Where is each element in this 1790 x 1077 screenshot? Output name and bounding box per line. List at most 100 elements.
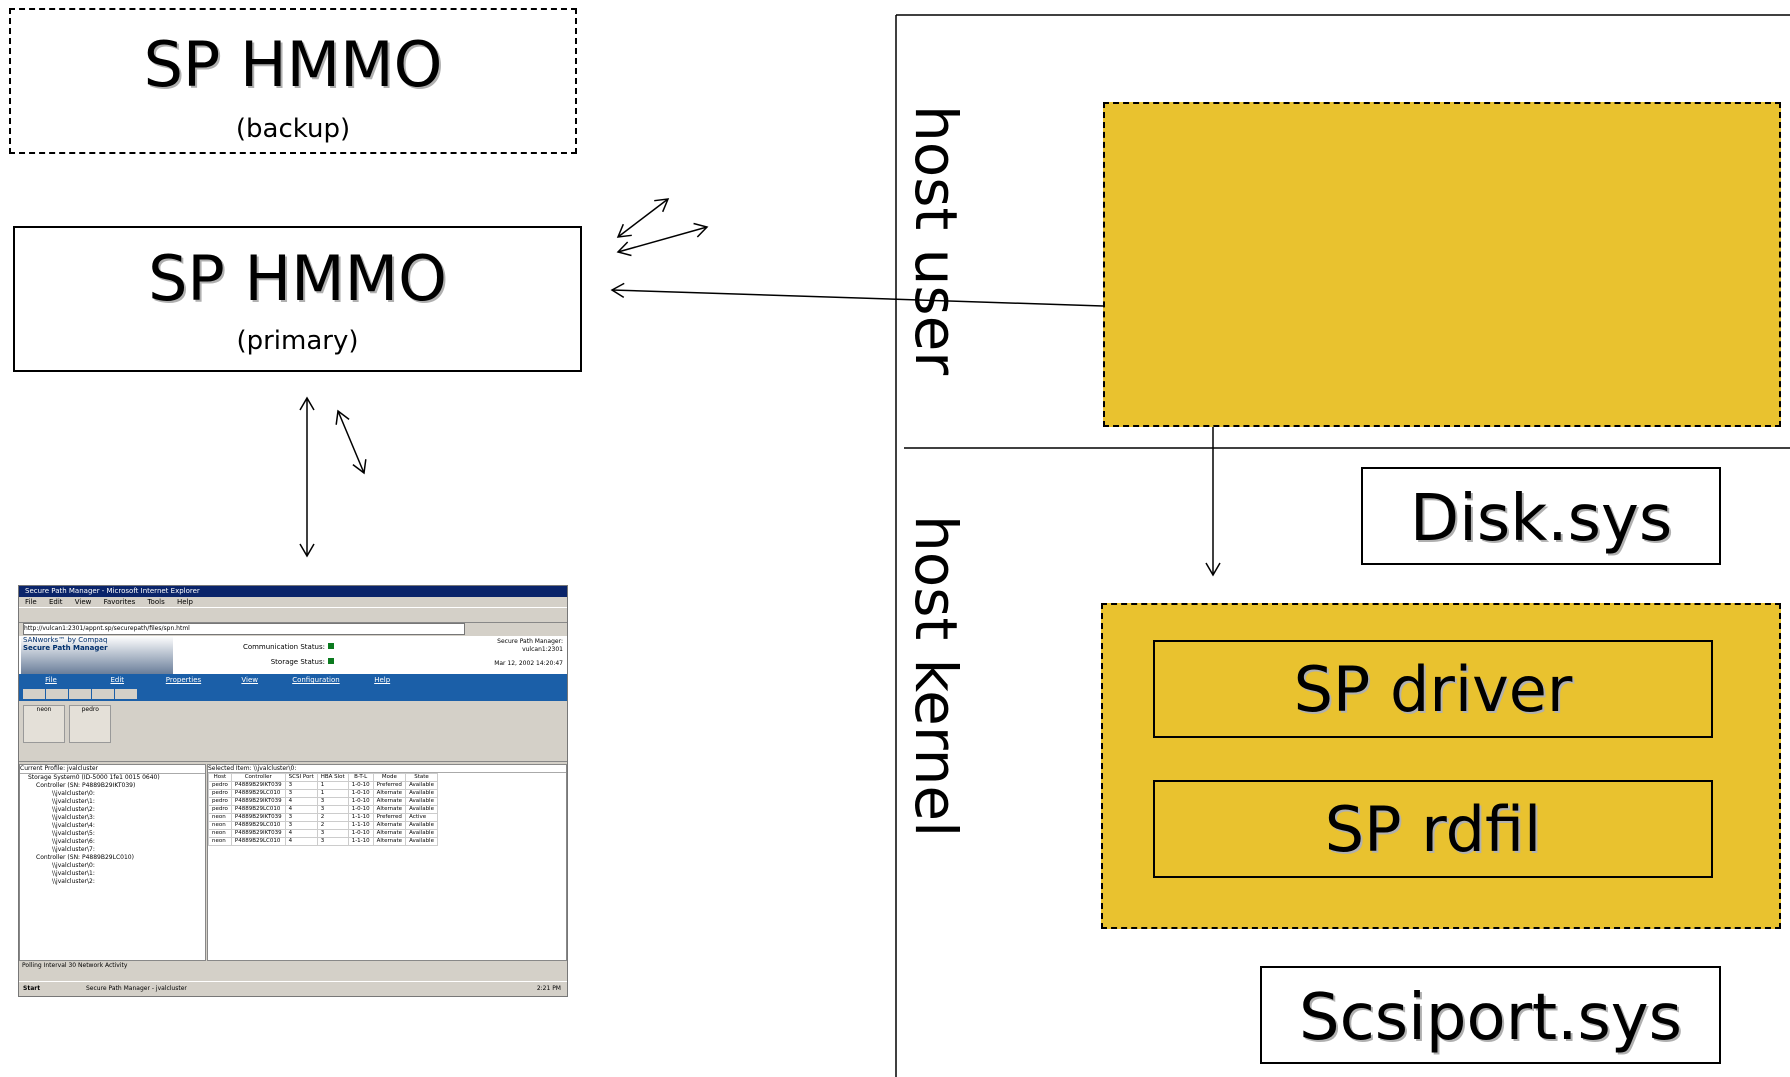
table-cell: Alternate — [372, 829, 407, 838]
table-cell: 4 — [284, 797, 318, 806]
table-cell: pedro — [208, 781, 232, 790]
table-cell: 4 — [284, 805, 318, 814]
sp-driver-label: SP driver — [1293, 653, 1573, 726]
browser-menu: File Edit View Favorites Tools Help — [19, 597, 567, 607]
backup-hmmo-box: SP HMMO (backup) — [9, 8, 577, 154]
backup-hmmo-subtitle: (backup) — [235, 114, 351, 144]
menu-tools[interactable]: Tools — [147, 598, 165, 606]
menu-file[interactable]: File — [25, 598, 37, 606]
polling-bar: Polling Interval 30 Network Activity — [22, 962, 128, 969]
table-cell: Available — [405, 781, 438, 790]
tree-item[interactable]: Controller (SN: P4889B29LC010) — [36, 854, 134, 861]
current-profile: Current Profile: jvalcluster — [20, 765, 205, 774]
disk-sys-label: Disk.sys — [1409, 482, 1673, 556]
table-cell: 4 — [284, 829, 318, 838]
table-cell: Available — [405, 805, 438, 814]
table-cell: P4889B29IKT039 — [230, 813, 286, 822]
table-cell: 3 — [284, 813, 318, 822]
help-icon[interactable] — [115, 689, 137, 699]
host-pedro[interactable]: pedro — [69, 705, 112, 743]
server-date: Mar 12, 2002 14:20:47 — [494, 660, 563, 667]
storage-status-indicator — [328, 658, 334, 664]
tree-item[interactable]: \\jvalcluster\1: — [52, 870, 95, 877]
table-cell: Alternate — [372, 805, 407, 814]
nav-file[interactable]: File — [45, 676, 57, 684]
address-bar: http://vulcan1:2301/appnt.sp/securepath/… — [19, 623, 567, 636]
column-header[interactable]: State — [405, 773, 438, 782]
sp-driver-box: SP driver — [1153, 640, 1713, 738]
table-cell: 1-0-10 — [347, 789, 374, 798]
table-cell: 1 — [316, 781, 349, 790]
column-header[interactable]: Host — [208, 773, 232, 782]
kernel-component: SP driver SP rdfil — [1101, 603, 1781, 929]
table-cell: 3 — [284, 821, 318, 830]
column-header[interactable]: SCSI Port — [284, 773, 318, 782]
column-header[interactable]: Controller — [230, 773, 286, 782]
tree-item[interactable]: \\jvalcluster\0: — [52, 862, 95, 869]
selected-item: Selected Item: \\jvalcluster\0: — [208, 765, 566, 773]
tree-item[interactable]: \\jvalcluster\0: — [52, 790, 95, 797]
table-cell: neon — [208, 821, 232, 830]
server-name: vulcan1:2301 — [522, 646, 563, 653]
start-button[interactable]: Start — [23, 985, 41, 992]
calendar-icon[interactable] — [69, 689, 91, 699]
nav-properties[interactable]: Properties — [165, 676, 202, 684]
menu-view[interactable]: View — [74, 598, 92, 606]
table-cell: Alternate — [372, 821, 407, 830]
table-cell: 1 — [316, 789, 349, 798]
tree-item[interactable]: Controller (SN: P4889B29IKT039) — [36, 782, 136, 789]
storage-status-label: Storage Status: — [270, 658, 325, 666]
comm-status-indicator — [328, 643, 334, 649]
menu-favorites[interactable]: Favorites — [103, 598, 136, 606]
open-icon[interactable] — [23, 689, 45, 699]
table-cell: Available — [405, 821, 438, 830]
sync-arrow-2 — [616, 222, 709, 257]
tree-item[interactable]: Storage System0 (ID-5000 1fe1 0015 0640) — [28, 774, 160, 781]
table-cell: P4889B29IKT039 — [230, 829, 286, 838]
nav-configuration[interactable]: Configuration — [292, 676, 340, 684]
nav-edit[interactable]: Edit — [110, 676, 125, 684]
table-cell: neon — [208, 837, 232, 846]
taskbar: Start Secure Path Manager - jvalcluster … — [19, 981, 567, 996]
tree-item[interactable]: \\jvalcluster\5: — [52, 830, 95, 837]
host-neon[interactable]: neon — [23, 705, 65, 743]
column-header[interactable]: B-T-L — [347, 773, 374, 782]
address-input[interactable]: http://vulcan1:2301/appnt.sp/securepath/… — [23, 623, 465, 635]
tree-item[interactable]: \\jvalcluster\2: — [52, 878, 95, 885]
column-header[interactable]: Mode — [372, 773, 407, 782]
tree-item[interactable]: \\jvalcluster\3: — [52, 814, 95, 821]
storage-tree[interactable]: Current Profile: jvalcluster Storage Sys… — [19, 764, 206, 961]
table-cell: P4889B29LC010 — [230, 789, 286, 798]
tree-item[interactable]: \\jvalcluster\2: — [52, 806, 95, 813]
user-mode-component — [1103, 102, 1781, 427]
app-nav: File Edit Properties View Configuration … — [19, 674, 567, 687]
menu-help[interactable]: Help — [176, 598, 193, 606]
nav-help[interactable]: Help — [374, 676, 391, 684]
column-header[interactable]: HBA Slot — [316, 773, 349, 782]
sp-rdfil-box: SP rdfil — [1153, 780, 1713, 878]
table-cell: 1-0-10 — [347, 781, 374, 790]
list-icon[interactable] — [46, 689, 68, 699]
app-banner: SANworks™ by Compaq Secure Path Manager … — [19, 636, 567, 674]
host-kernel-label: host kernel — [902, 515, 970, 838]
table-cell: 1-0-10 — [347, 797, 374, 806]
sp-rdfil-label: SP rdfil — [1324, 793, 1542, 866]
refresh-icon[interactable] — [92, 689, 114, 699]
tree-item[interactable]: \\jvalcluster\7: — [52, 846, 95, 853]
tree-item[interactable]: \\jvalcluster\1: — [52, 798, 95, 805]
tree-item[interactable]: \\jvalcluster\4: — [52, 822, 95, 829]
tree-item[interactable]: \\jvalcluster\6: — [52, 838, 95, 845]
table-cell: Available — [405, 789, 438, 798]
nav-view[interactable]: View — [241, 676, 259, 684]
table-cell: Active — [405, 813, 438, 822]
menu-edit[interactable]: Edit — [48, 598, 63, 606]
